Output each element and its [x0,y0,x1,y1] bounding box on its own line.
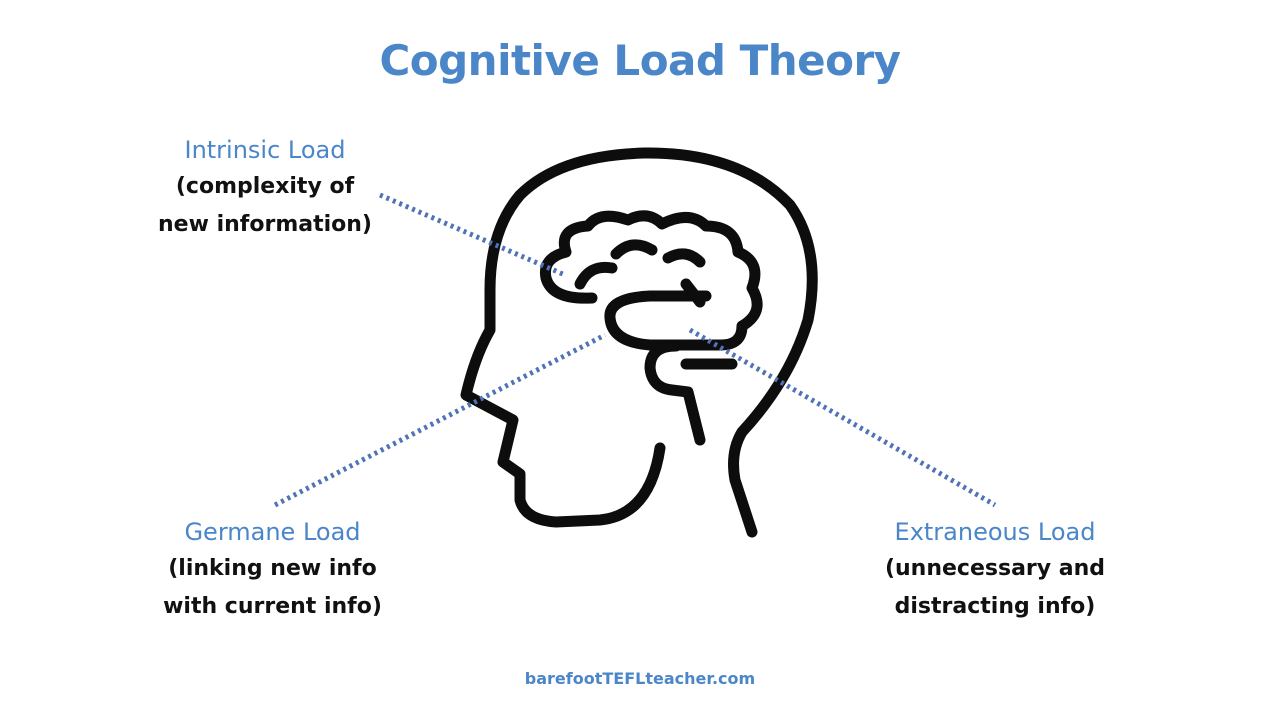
label-intrinsic-load: Intrinsic Load (complexity of new inform… [150,132,380,244]
intrinsic-load-desc-line1: (complexity of [175,174,355,199]
brain-fold-1 [574,261,618,290]
intrinsic-load-heading: Intrinsic Load [184,136,346,164]
germane-load-heading: Germane Load [184,518,361,546]
brain-fold-4 [680,278,706,308]
head-brain-icon [460,147,818,538]
extraneous-load-desc-line1: (unnecessary and [884,556,1106,581]
head-outline [460,147,818,538]
extraneous-load-heading: Extraneous Load [894,518,1096,546]
connector-extraneous [688,327,997,508]
label-extraneous-load: Extraneous Load (unnecessary and distrac… [880,514,1110,626]
brain-fold-3 [662,248,706,268]
connector-intrinsic [379,192,566,278]
germane-load-desc-line2: with current info) [163,594,382,619]
connector-germane [273,332,607,508]
footer-website[interactable]: barefootTEFLteacher.com [524,669,756,688]
brain-cerebellum [644,340,706,446]
intrinsic-load-desc-line2: new information) [158,212,372,237]
germane-load-desc-line1: (linking new info [168,556,377,581]
brain-cerebrum [539,210,763,351]
connector-lines [273,192,997,508]
brain-fold-2 [610,239,658,260]
diagram-title: Cognitive Load Theory [379,36,901,85]
label-germane-load: Germane Load (linking new info with curr… [150,514,395,626]
extraneous-load-desc-line2: distracting info) [894,594,1096,619]
